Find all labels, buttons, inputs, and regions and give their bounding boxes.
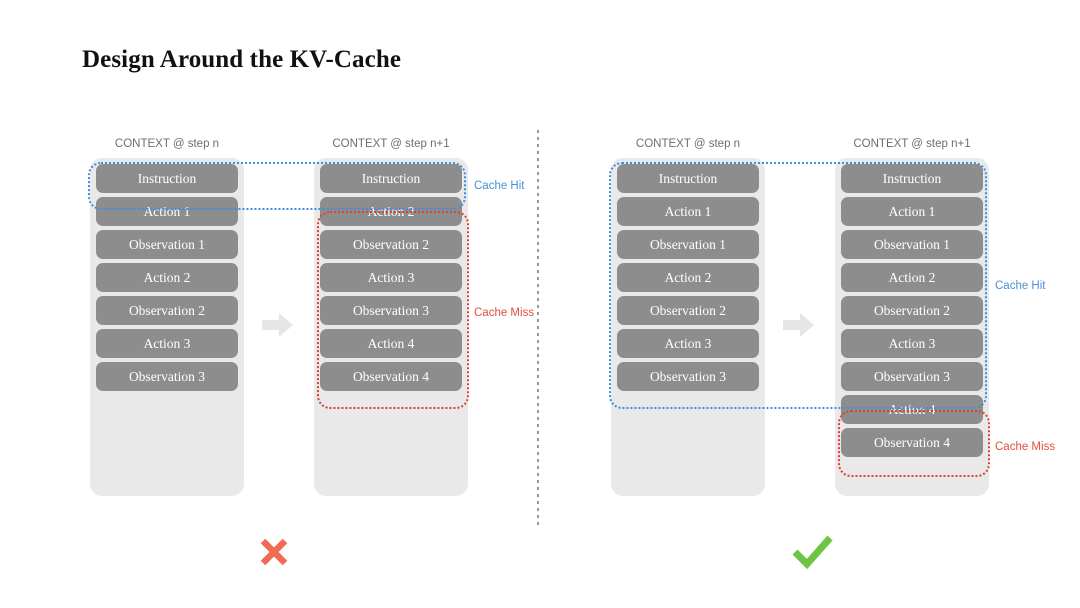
- left-diagram-step-n-stack: Instruction Action 1 Observation 1 Actio…: [90, 158, 244, 496]
- list-item: Observation 2: [96, 296, 238, 325]
- left-diagram-step-n1-stack: Instruction Action 2 Observation 2 Actio…: [314, 158, 468, 496]
- right-diagram-step-n-stack: Instruction Action 1 Observation 1 Actio…: [611, 158, 765, 496]
- list-item: Action 3: [617, 329, 759, 358]
- list-item: Observation 3: [617, 362, 759, 391]
- list-item: Action 3: [320, 263, 462, 292]
- list-item: Observation 4: [320, 362, 462, 391]
- list-item: Action 2: [617, 263, 759, 292]
- left-diagram-step-n1-label: CONTEXT @ step n+1: [332, 138, 450, 150]
- list-item: Observation 1: [841, 230, 983, 259]
- list-item: Instruction: [841, 164, 983, 193]
- list-item: Action 1: [96, 197, 238, 226]
- list-item: Action 3: [96, 329, 238, 358]
- right-diagram-cache-hit-label: Cache Hit: [995, 280, 1046, 292]
- page-title: Design Around the KV-Cache: [82, 46, 402, 73]
- list-item: Observation 1: [96, 230, 238, 259]
- vertical-dotted-divider: [537, 130, 539, 526]
- list-item: Observation 3: [320, 296, 462, 325]
- list-item: Observation 3: [96, 362, 238, 391]
- list-item: Action 1: [841, 197, 983, 226]
- list-item: Instruction: [617, 164, 759, 193]
- list-item: Observation 2: [617, 296, 759, 325]
- right-diagram-transition-arrow: [783, 313, 815, 337]
- list-item: Instruction: [96, 164, 238, 193]
- list-item: Observation 2: [320, 230, 462, 259]
- list-item: Action 2: [841, 263, 983, 292]
- list-item: Observation 1: [617, 230, 759, 259]
- left-diagram-cache-hit-label: Cache Hit: [474, 180, 525, 192]
- right-diagram-step-n1-stack: Instruction Action 1 Observation 1 Actio…: [835, 158, 989, 496]
- left-diagram-transition-arrow: [262, 313, 294, 337]
- list-item: Action 3: [841, 329, 983, 358]
- list-item: Action 2: [320, 197, 462, 226]
- right-diagram-cache-miss-label: Cache Miss: [995, 441, 1056, 453]
- right-diagram-step-n1-label: CONTEXT @ step n+1: [853, 138, 971, 150]
- list-item: Action 4: [320, 329, 462, 358]
- list-item: Observation 4: [841, 428, 983, 457]
- list-item: Instruction: [320, 164, 462, 193]
- right-diagram-verdict-check-icon: [791, 531, 835, 571]
- left-diagram-cache-miss-label: Cache Miss: [474, 307, 535, 319]
- list-item: Action 1: [617, 197, 759, 226]
- list-item: Action 4: [841, 395, 983, 424]
- list-item: Observation 2: [841, 296, 983, 325]
- left-diagram-step-n-label: CONTEXT @ step n: [114, 138, 220, 150]
- list-item: Observation 3: [841, 362, 983, 391]
- right-diagram-step-n-label: CONTEXT @ step n: [635, 138, 741, 150]
- left-diagram-verdict-cross-icon: [256, 534, 292, 570]
- list-item: Action 2: [96, 263, 238, 292]
